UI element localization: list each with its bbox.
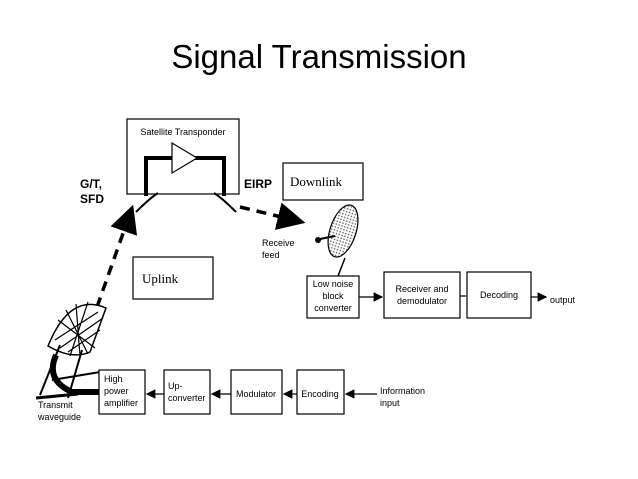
eirp-label: EIRP: [244, 177, 272, 191]
svg-text:block: block: [322, 291, 344, 301]
svg-text:Modulator: Modulator: [236, 389, 276, 399]
svg-text:Encoding: Encoding: [301, 389, 339, 399]
svg-text:converter: converter: [314, 303, 352, 313]
downlink-arrow: [239, 202, 306, 230]
lnb-box: Low noise block converter: [306, 275, 360, 319]
satellite-transponder: Satellite Transponder: [126, 118, 240, 213]
output-label: output: [550, 295, 576, 305]
sfd-label: SFD: [80, 192, 104, 206]
svg-text:power: power: [104, 386, 129, 396]
svg-text:demodulator: demodulator: [397, 296, 447, 306]
encoding-box: Encoding: [296, 369, 345, 415]
hpa-box: High power amplifier: [98, 369, 146, 415]
svg-text:Decoding: Decoding: [480, 290, 518, 300]
slide-title: Signal Transmission: [171, 38, 467, 75]
svg-text:Low noise: Low noise: [313, 279, 354, 289]
receive-feed-label-1: Receive: [262, 238, 295, 248]
modulator-box: Modulator: [230, 369, 283, 415]
upconverter-box: Up- converter: [163, 369, 211, 415]
info-input-label-1: Information: [380, 386, 425, 396]
uplink-box: Uplink: [132, 256, 214, 300]
downlink-box: Downlink: [282, 162, 364, 201]
receive-dish-icon: [315, 204, 359, 277]
svg-text:Receiver and: Receiver and: [395, 284, 448, 294]
gt-label: G/T,: [80, 177, 102, 191]
downlink-label: Downlink: [290, 174, 343, 189]
transponder-label: Satellite Transponder: [140, 127, 225, 137]
receiver-demodulator-box: Receiver and demodulator: [383, 271, 461, 319]
svg-text:High: High: [104, 374, 123, 384]
decoding-box: Decoding: [466, 271, 532, 319]
info-input-label-2: input: [380, 398, 400, 408]
transmit-dish-icon: [35, 301, 110, 400]
svg-text:Up-: Up-: [168, 381, 183, 391]
svg-text:amplifier: amplifier: [104, 398, 138, 408]
uplink-arrow: [95, 204, 138, 308]
transmit-label-2: waveguide: [37, 412, 81, 422]
amplifier-triangle-icon: [171, 141, 199, 175]
transmit-label-1: Transmit: [38, 400, 73, 410]
uplink-label: Uplink: [142, 271, 179, 286]
svg-text:converter: converter: [168, 393, 206, 403]
receive-feed-label-2: feed: [262, 250, 280, 260]
